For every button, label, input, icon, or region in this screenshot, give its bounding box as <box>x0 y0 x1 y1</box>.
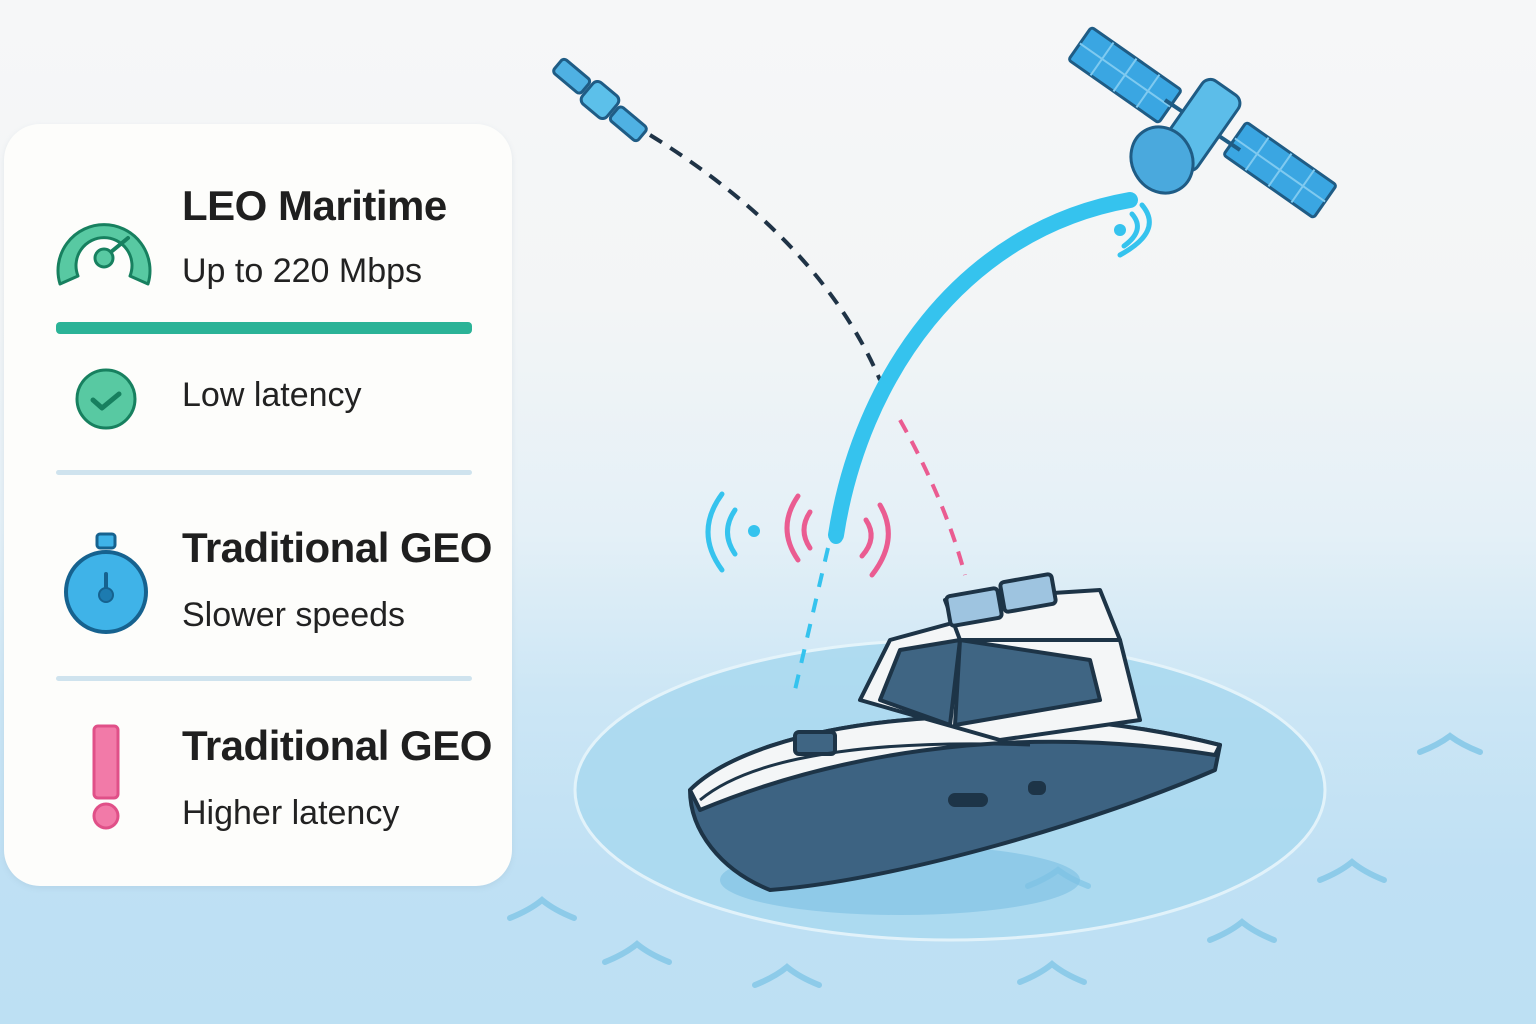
item-subtitle: Up to 220 Mbps <box>182 252 423 290</box>
item-subtitle: Low latency <box>182 376 362 414</box>
pink-dashed-link <box>898 419 967 576</box>
satellite-signal-icon <box>1114 202 1152 258</box>
speed-progress-bar <box>56 322 472 334</box>
comparison-card: LEO Maritime Up to 220 Mbps Low latency … <box>4 124 512 886</box>
geo-satellite-icon <box>1068 26 1337 219</box>
check-circle-icon <box>75 368 137 430</box>
leo-satellite-icon <box>552 57 648 143</box>
exclamation-icon <box>92 724 120 830</box>
boat-signal-icon <box>705 491 891 578</box>
divider <box>56 470 472 475</box>
item-title: Traditional GEO <box>182 524 492 571</box>
leo-beam <box>828 192 1138 543</box>
item-subtitle: Slower speeds <box>182 596 406 634</box>
geo-dashed-link <box>648 133 882 381</box>
item-title: Traditional GEO <box>182 722 492 769</box>
item-subtitle: Higher latency <box>182 794 400 832</box>
yacht-illustration <box>688 572 1222 915</box>
speedometer-icon <box>56 223 152 286</box>
divider <box>56 676 472 681</box>
stopwatch-icon <box>64 532 148 634</box>
item-title: LEO Maritime <box>182 182 447 229</box>
